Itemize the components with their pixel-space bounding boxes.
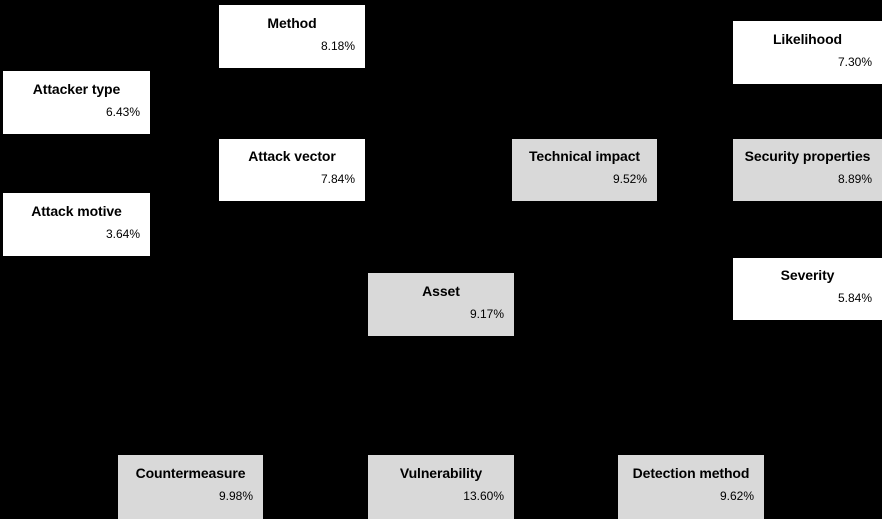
node-value: 9.52% (612, 172, 647, 186)
node-likelihood[interactable]: Likelihood 7.30% (733, 21, 882, 84)
node-label: Likelihood (772, 30, 842, 47)
node-label: Attack motive (31, 202, 122, 219)
node-vulnerability[interactable]: Vulnerability 13.60% (368, 455, 514, 519)
node-value: 6.43% (105, 104, 140, 119)
node-label: Asset (422, 282, 460, 299)
node-security-properties[interactable]: Security properties 8.89% (733, 139, 882, 201)
node-attacker-type[interactable]: Attacker type 6.43% (3, 71, 150, 134)
node-label: Vulnerability (399, 465, 483, 481)
node-label: Severity (780, 267, 835, 283)
node-label: Attacker type (32, 80, 121, 97)
node-value: 9.62% (719, 489, 754, 503)
node-label: Detection method (632, 465, 750, 481)
node-value: 5.84% (837, 291, 872, 305)
node-label: Security properties (744, 148, 871, 164)
node-attack-vector[interactable]: Attack vector 7.84% (219, 139, 365, 201)
node-attack-motive[interactable]: Attack motive 3.64% (3, 193, 150, 256)
node-label: Technical impact (529, 148, 640, 164)
node-detection-method[interactable]: Detection method 9.62% (618, 455, 764, 519)
node-value: 9.98% (218, 489, 253, 503)
node-countermeasure[interactable]: Countermeasure 9.98% (118, 455, 263, 519)
node-label: Attack vector (248, 148, 336, 164)
node-value: 7.30% (837, 54, 872, 69)
node-value: 9.17% (469, 306, 504, 321)
node-value: 13.60% (463, 489, 504, 503)
node-value: 3.64% (105, 226, 140, 241)
node-value: 8.18% (320, 38, 355, 53)
node-asset[interactable]: Asset 9.17% (368, 273, 514, 336)
node-label: Method (267, 14, 317, 31)
node-value: 7.84% (320, 172, 355, 186)
node-technical-impact[interactable]: Technical impact 9.52% (512, 139, 657, 201)
node-label: Countermeasure (135, 465, 246, 481)
node-value: 8.89% (837, 172, 872, 186)
